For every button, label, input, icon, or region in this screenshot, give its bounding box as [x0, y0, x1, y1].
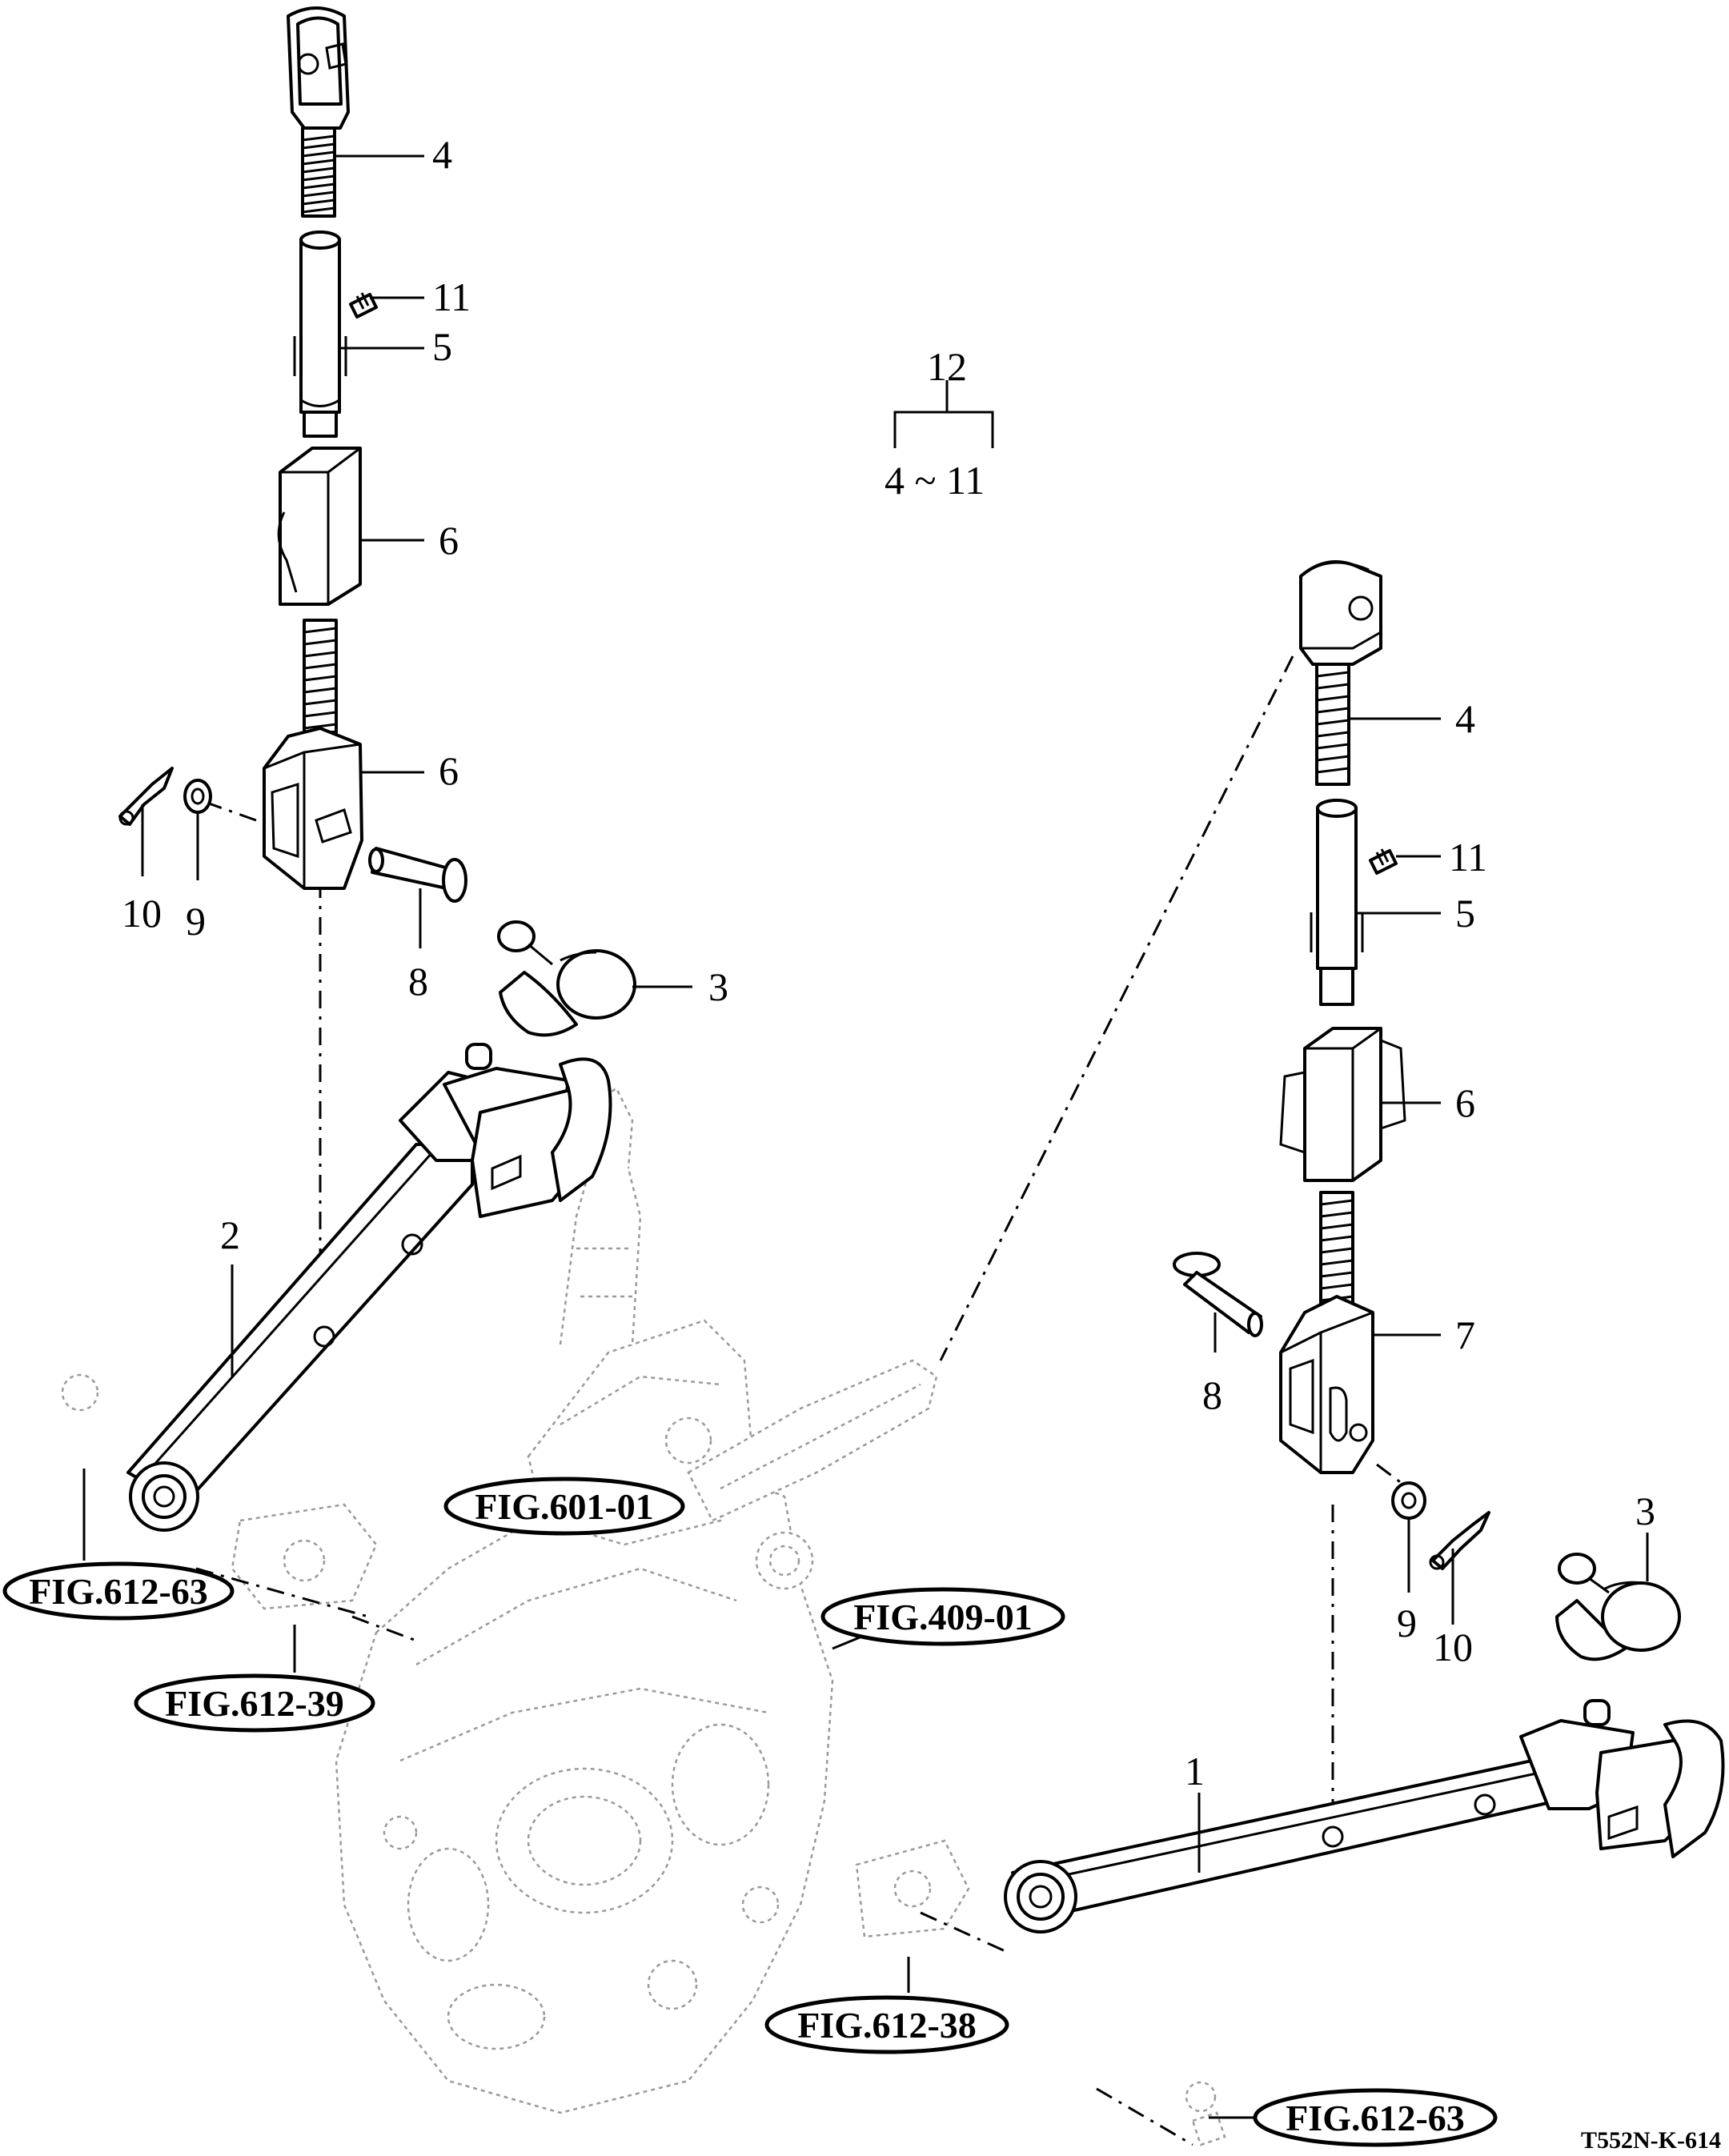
callout-right-5: 5	[1455, 891, 1475, 936]
alignment-lines	[195, 655, 1410, 2146]
left-lower-link-2	[126, 1043, 612, 1532]
callout-right-8: 8	[1202, 1373, 1222, 1417]
callout-left-3: 3	[708, 964, 728, 1009]
fig-ref-612-63-right-label: FIG.612-63	[1286, 2098, 1465, 2138]
left-turnbuckle-tube-5	[293, 230, 347, 438]
right-adjuster-block-6	[1279, 1027, 1406, 1182]
callout-right-10: 10	[1433, 1625, 1473, 1669]
callout-right-11: 11	[1449, 835, 1487, 880]
right-leaders	[1197, 717, 1649, 1873]
callout-right-1: 1	[1185, 1749, 1205, 1793]
left-lower-clevis-6b	[263, 727, 363, 890]
right-lower-clevis-7	[1279, 1295, 1374, 1474]
fig-ref-409-01[interactable]: FIG.409-01	[820, 1587, 1065, 1646]
callout-left-2: 2	[220, 1212, 240, 1257]
callout-left-10: 10	[122, 891, 162, 936]
left-ball-end-3	[497, 920, 636, 1037]
callout-left-11: 11	[432, 275, 471, 319]
ghost-transmission-housing	[61, 1087, 1226, 2146]
callout-set-range: 4 ~ 11	[885, 458, 985, 503]
fig-ref-612-39[interactable]: FIG.612-39	[134, 1673, 375, 1733]
left-top-clevis	[287, 6, 350, 130]
fig-ref-409-01-label: FIG.409-01	[853, 1597, 1033, 1637]
callout-right-9: 9	[1397, 1601, 1417, 1645]
right-lock-bolt-11	[1369, 848, 1398, 875]
callout-right-7: 7	[1455, 1312, 1475, 1357]
fig-ref-612-63-left[interactable]: FIG.612-63	[2, 1561, 235, 1621]
right-turnbuckle-tube-5	[1310, 799, 1364, 1006]
left-lock-bolt-11	[349, 292, 378, 319]
callout-left-6a: 6	[439, 518, 459, 563]
callout-right-3: 3	[1635, 1489, 1655, 1533]
right-lower-threaded-rod	[1319, 1191, 1354, 1306]
right-top-clevis	[1299, 560, 1382, 666]
left-linch-pin-10	[118, 767, 174, 826]
fig-ref-601-01[interactable]: FIG.601-01	[443, 1477, 685, 1536]
left-leaders	[141, 154, 692, 1377]
callout-left-6b: 6	[439, 748, 459, 793]
callout-left-9: 9	[186, 899, 206, 944]
callout-left-5: 5	[432, 324, 452, 369]
fig-ref-612-39-label: FIG.612-39	[165, 1683, 344, 1724]
right-lower-link-1	[1004, 1699, 1725, 1934]
callout-set-12: 12	[927, 344, 967, 389]
fig-ref-601-01-label: FIG.601-01	[475, 1486, 654, 1527]
left-washer-9	[183, 779, 212, 814]
right-ball-end-3	[1555, 1553, 1681, 1661]
right-pin-8	[1173, 1252, 1263, 1337]
left-lower-threaded-rod	[303, 619, 338, 734]
callout-left-8: 8	[408, 959, 428, 1004]
fig-ref-612-38[interactable]: FIG.612-38	[764, 1995, 1009, 2054]
callout-right-6: 6	[1455, 1080, 1475, 1125]
callout-left-4: 4	[432, 132, 452, 177]
left-adjuster-block-6a	[277, 447, 362, 606]
left-pin-8	[368, 847, 467, 903]
drawing-code: T552N-K-614	[1581, 2127, 1721, 2154]
fig-ref-612-63-right[interactable]: FIG.612-63	[1253, 2088, 1498, 2147]
right-threaded-rod-4	[1315, 663, 1350, 786]
fig-ref-612-38-label: FIG.612-38	[797, 2005, 977, 2046]
set-bracket	[893, 380, 994, 448]
fig-ref-612-63-left-label: FIG.612-63	[29, 1571, 208, 1612]
callout-right-4: 4	[1455, 696, 1475, 741]
right-washer-9	[1391, 1481, 1426, 1520]
right-linch-pin-10	[1429, 1511, 1490, 1570]
left-threaded-rod-4	[301, 126, 336, 218]
